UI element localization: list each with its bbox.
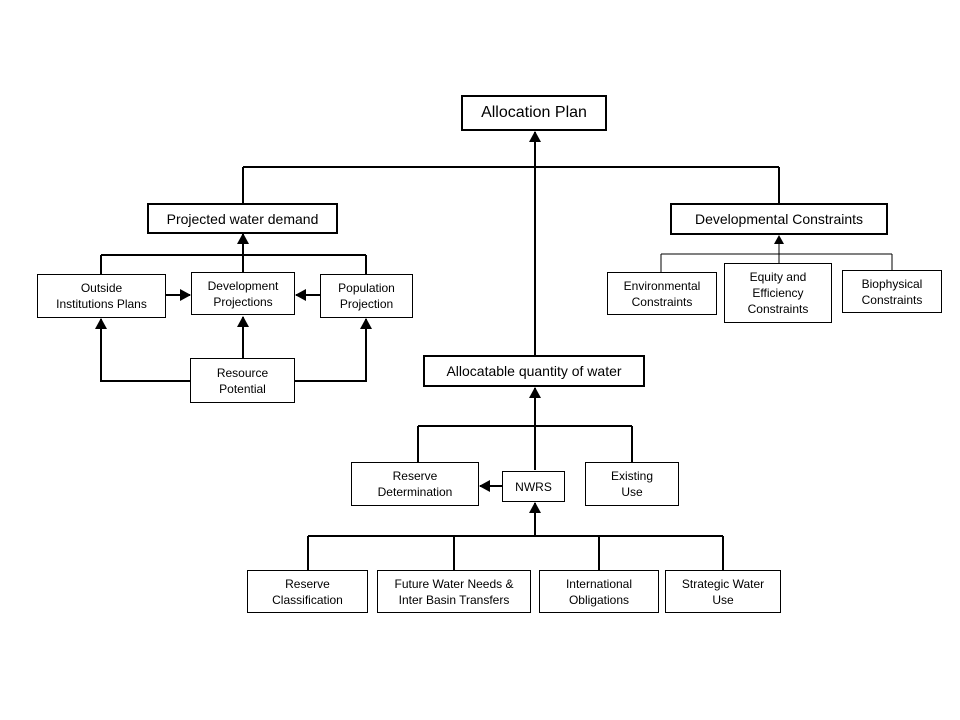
development-projections-node: Development Projections [191,272,295,315]
biophysical-constraints-node: Biophysical Constraints [842,270,942,313]
allocatable-quantity-node: Allocatable quantity of water [423,355,645,387]
resource-potential-node: Resource Potential [190,358,295,403]
future-water-needs-node: Future Water Needs & Inter Basin Transfe… [377,570,531,613]
existing-use-node: Existing Use [585,462,679,506]
allocation-plan-node: Allocation Plan [461,95,607,131]
nwrs-node: NWRS [502,471,565,502]
environmental-constraints-node: Environmental Constraints [607,272,717,315]
arrow-resource-to-outside [95,318,190,382]
outside-institutions-plans-node: Outside Institutions Plans [37,274,166,318]
equity-efficiency-constraints-node: Equity and Efficiency Constraints [724,263,832,323]
projected-water-demand-node: Projected water demand [147,203,338,234]
reserve-classification-node: Reserve Classification [247,570,368,613]
population-projection-node: Population Projection [320,274,413,318]
arrow-resource-to-population [295,318,372,382]
strategic-water-use-node: Strategic Water Use [665,570,781,613]
developmental-constraints-node: Developmental Constraints [670,203,888,235]
international-obligations-node: International Obligations [539,570,659,613]
reserve-determination-node: Reserve Determination [351,462,479,506]
